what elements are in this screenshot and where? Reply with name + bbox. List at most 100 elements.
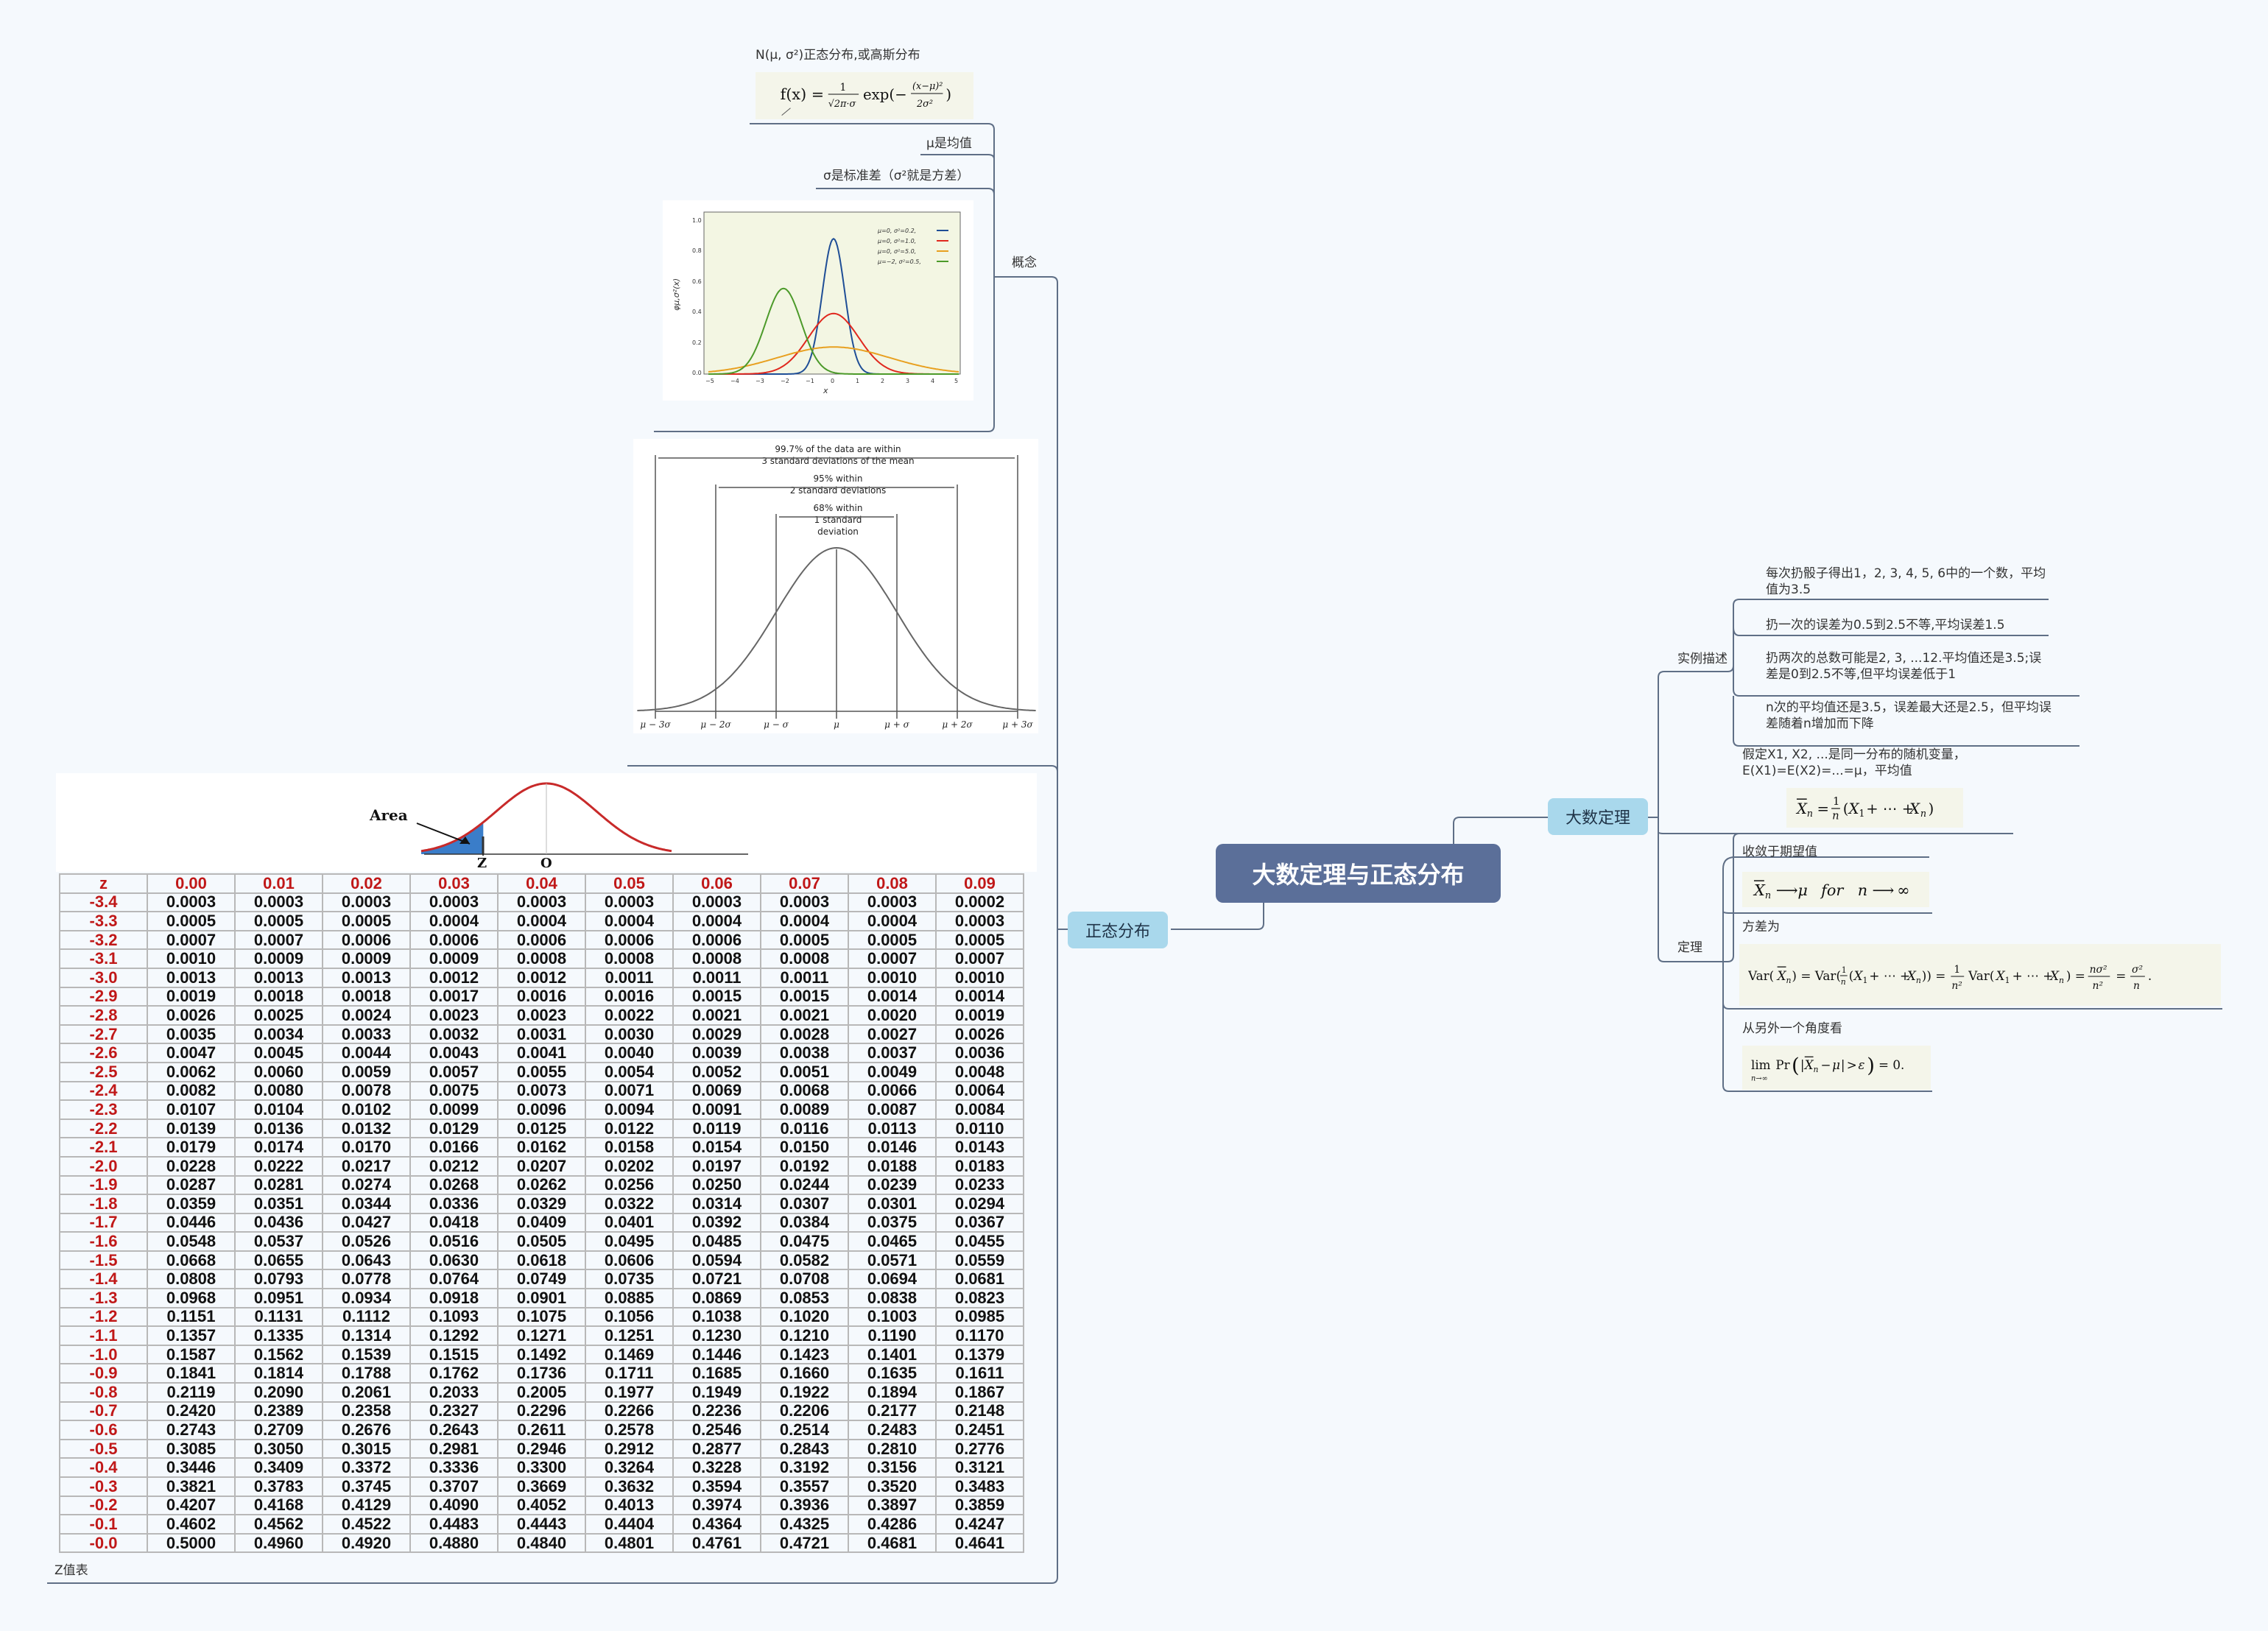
z-cell: 0.2389 bbox=[234, 1401, 323, 1422]
z-row-header: -1.8 bbox=[59, 1194, 148, 1214]
z-cell: 0.0048 bbox=[935, 1061, 1024, 1082]
z-cell: 0.0192 bbox=[760, 1155, 849, 1177]
z-cell: 0.3669 bbox=[497, 1476, 586, 1497]
svg-text:f(x) =: f(x) = bbox=[781, 85, 824, 103]
example-item-3[interactable]: 扔两次的总数可能是2, 3, ...12.平均值还是3.5;误差是0到2.5不等… bbox=[1766, 651, 2042, 682]
z-cell: 0.2420 bbox=[147, 1401, 236, 1422]
z-cell: 0.0005 bbox=[935, 929, 1024, 951]
svg-text:(: ( bbox=[1843, 800, 1849, 817]
z-cell: 0.0228 bbox=[147, 1155, 236, 1177]
branch-lln[interactable]: 大数定理 bbox=[1548, 798, 1648, 835]
svg-text:95% within: 95% within bbox=[814, 473, 863, 484]
z-cell: 0.0336 bbox=[409, 1194, 499, 1214]
svg-text:0.8: 0.8 bbox=[692, 247, 702, 254]
z-cell: 0.1562 bbox=[234, 1344, 323, 1365]
z-cell: 0.0015 bbox=[672, 986, 761, 1007]
svg-text:Var(: Var( bbox=[1748, 968, 1774, 983]
z-cell: 0.2912 bbox=[585, 1438, 674, 1459]
z-cell: 0.1112 bbox=[322, 1306, 411, 1328]
z-cell: 0.0099 bbox=[409, 1099, 499, 1120]
z-cell: 0.1038 bbox=[672, 1306, 761, 1328]
svg-text:X: X bbox=[1995, 968, 2006, 983]
svg-text:φμ,σ²(x): φμ,σ²(x) bbox=[672, 278, 681, 311]
concept-label[interactable]: 概念 bbox=[1012, 256, 1037, 270]
svg-text:= 0.: = 0. bbox=[1878, 1057, 1904, 1072]
z-cell: 0.1093 bbox=[409, 1306, 499, 1328]
z-cell: 0.2358 bbox=[322, 1401, 411, 1422]
definition-text[interactable]: N(μ, σ²)正态分布,或高斯分布 bbox=[756, 48, 920, 63]
empirical-rule-image: 99.7% of the data are within 3 standard … bbox=[633, 439, 1038, 733]
z-cell: 0.2296 bbox=[497, 1401, 586, 1422]
z-cell: 0.0901 bbox=[497, 1288, 586, 1308]
z-cell: 0.4880 bbox=[409, 1532, 499, 1554]
branch-normal[interactable]: 正态分布 bbox=[1068, 912, 1168, 948]
z-cell: 0.0014 bbox=[935, 986, 1024, 1007]
root-topic[interactable]: 大数定理与正态分布 bbox=[1216, 844, 1501, 903]
z-cell: 0.0122 bbox=[585, 1118, 674, 1139]
z-cell: 0.2810 bbox=[848, 1438, 937, 1459]
z-cell: 0.0197 bbox=[672, 1155, 761, 1177]
z-cell: 0.2061 bbox=[322, 1382, 411, 1403]
z-cell: 0.0244 bbox=[760, 1174, 849, 1196]
z-cell: 0.0011 bbox=[585, 967, 674, 988]
svg-text:n: n bbox=[1916, 976, 1921, 985]
svg-text:n²: n² bbox=[1951, 980, 1962, 992]
converge-label[interactable]: 收敛于期望值 bbox=[1742, 845, 1817, 859]
svg-text:|: | bbox=[1841, 1057, 1845, 1072]
variance-label[interactable]: 方差为 bbox=[1742, 920, 1780, 934]
z-header-col: 0.05 bbox=[585, 873, 674, 894]
assumption-text[interactable]: 假定X1, X2, ...是同一分布的随机变量，E(X1)=E(X2)=...=… bbox=[1742, 747, 1966, 778]
z-cell: 0.0107 bbox=[147, 1099, 236, 1120]
z-cell: 0.1423 bbox=[760, 1344, 849, 1365]
svg-text:0.4: 0.4 bbox=[692, 309, 702, 315]
z-cell: 0.0136 bbox=[234, 1118, 323, 1139]
z-cell: 0.2546 bbox=[672, 1420, 761, 1440]
z-header-col: 0.04 bbox=[497, 873, 586, 894]
ztable-label[interactable]: Z值表 bbox=[54, 1563, 88, 1578]
svg-text:μ − 2σ: μ − 2σ bbox=[700, 719, 731, 730]
sigma-text[interactable]: σ是标准差（σ²就是方差） bbox=[823, 169, 970, 183]
svg-text:√2π·σ: √2π·σ bbox=[828, 99, 857, 110]
z-cell: 0.2236 bbox=[672, 1401, 761, 1422]
z-cell: 0.0062 bbox=[147, 1061, 236, 1082]
z-cell: 0.0004 bbox=[672, 911, 761, 931]
z-cell: 0.0571 bbox=[848, 1250, 937, 1271]
svg-text:1: 1 bbox=[1954, 964, 1960, 976]
z-cell: 0.0003 bbox=[935, 911, 1024, 931]
other-view-label[interactable]: 从另外一个角度看 bbox=[1742, 1021, 1842, 1036]
z-cell: 0.2743 bbox=[147, 1420, 236, 1440]
example-item-1[interactable]: 每次扔骰子得出1，2, 3, 4, 5, 6中的一个数，平均值为3.5 bbox=[1766, 566, 2046, 597]
z-cell: 0.0004 bbox=[497, 911, 586, 931]
z-cell: 0.0516 bbox=[409, 1231, 499, 1252]
z-cell: 0.0013 bbox=[147, 967, 236, 988]
z-cell: 0.2148 bbox=[935, 1401, 1024, 1422]
z-cell: 0.4207 bbox=[147, 1495, 236, 1516]
z-cell: 0.0023 bbox=[497, 1005, 586, 1026]
mu-text[interactable]: μ是均值 bbox=[926, 136, 972, 151]
z-cell: 0.0026 bbox=[935, 1024, 1024, 1045]
z-cell: 0.1762 bbox=[409, 1363, 499, 1384]
theorem-label[interactable]: 定理 bbox=[1677, 940, 1702, 955]
z-cell: 0.3085 bbox=[147, 1438, 236, 1459]
z-cell: 0.0032 bbox=[409, 1024, 499, 1045]
converge-formula: X n ⟶ μ for n ⟶ ∞ bbox=[1742, 872, 1929, 907]
z-cell: 0.4090 bbox=[409, 1495, 499, 1516]
z-cell: 0.1170 bbox=[935, 1325, 1024, 1346]
z-cell: 0.3121 bbox=[935, 1457, 1024, 1478]
z-cell: 0.0007 bbox=[848, 948, 937, 969]
z-cell: 0.1587 bbox=[147, 1344, 236, 1365]
svg-text:n: n bbox=[1832, 810, 1839, 822]
svg-text:68% within: 68% within bbox=[814, 503, 863, 513]
example-label[interactable]: 实例描述 bbox=[1677, 652, 1728, 666]
example-item-4[interactable]: n次的平均值还是3.5，误差最大还是2.5，但平均误差随着n增加而下降 bbox=[1766, 700, 2052, 731]
example-item-2[interactable]: 扔一次的误差为0.5到2.5不等,平均误差1.5 bbox=[1766, 618, 2005, 633]
z-cell: 0.0427 bbox=[322, 1212, 411, 1233]
z-cell: 0.0287 bbox=[147, 1174, 236, 1196]
svg-text:2σ²: 2σ² bbox=[916, 99, 933, 110]
z-cell: 0.4483 bbox=[409, 1514, 499, 1535]
